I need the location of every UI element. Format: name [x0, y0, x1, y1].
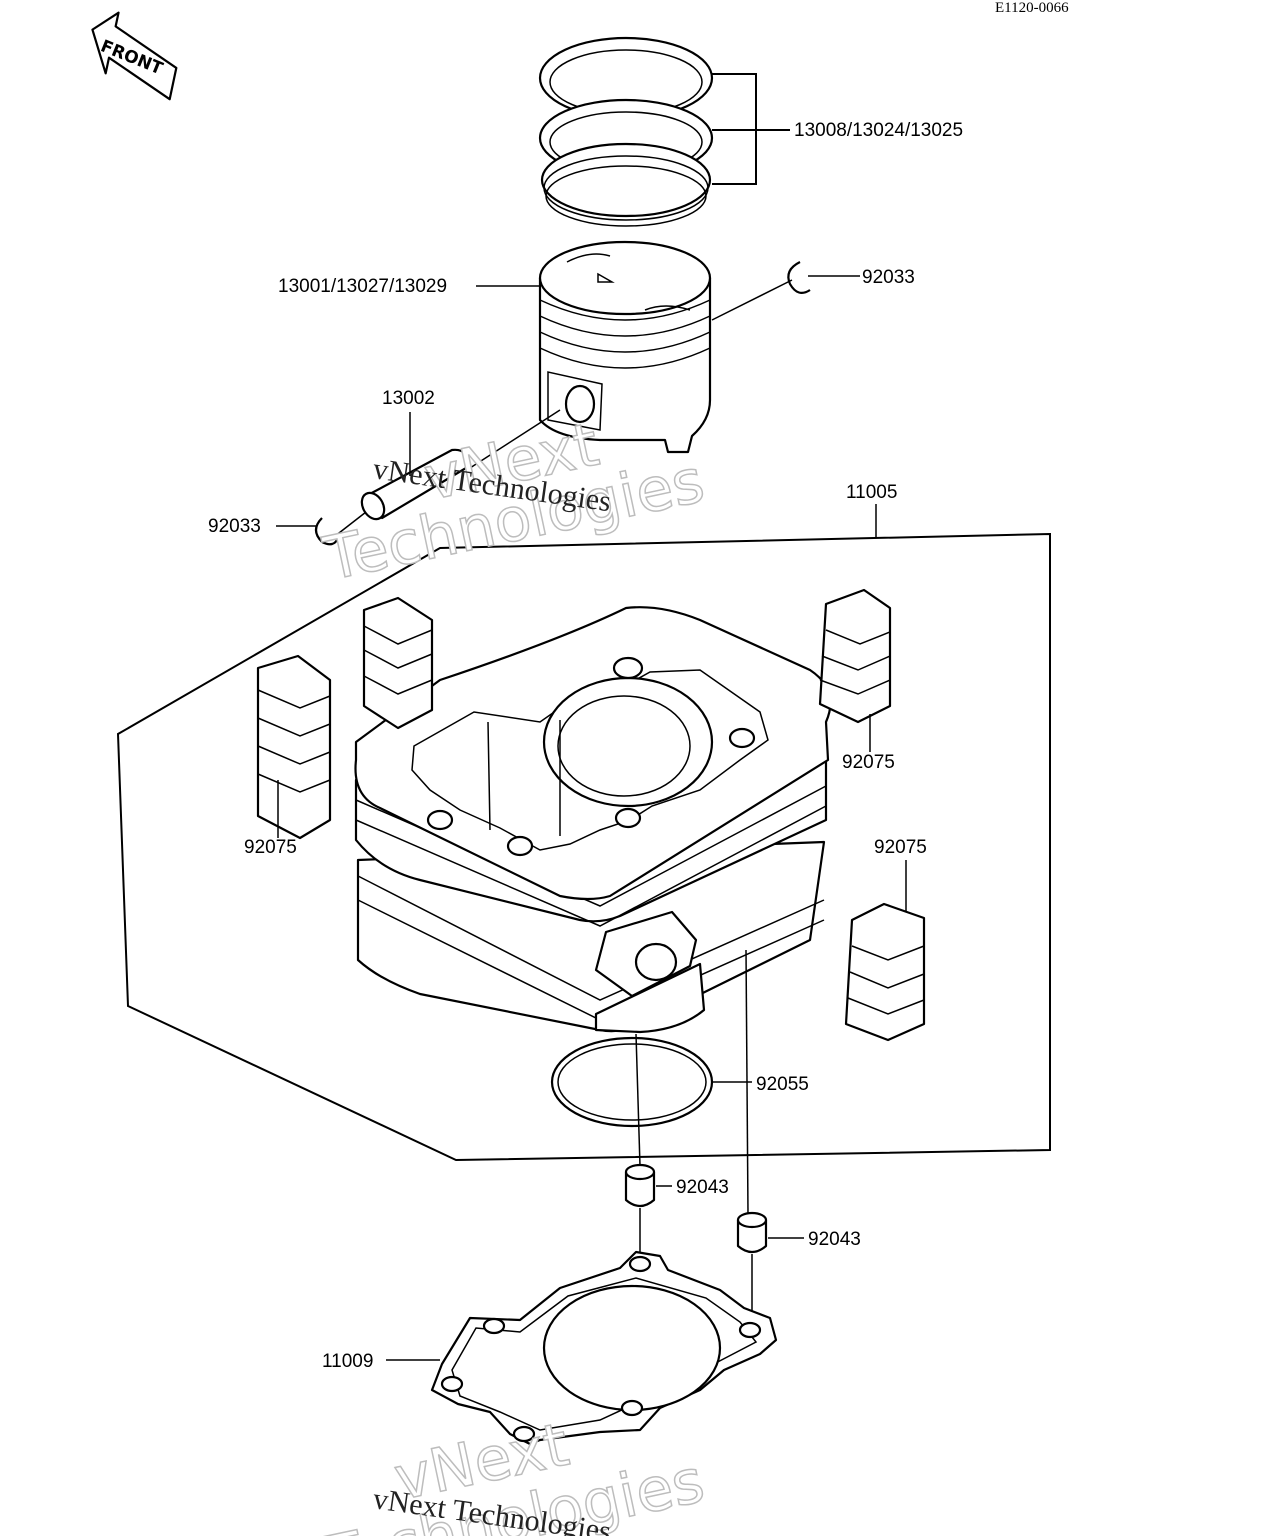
- rubber-damper-upper-right: [818, 588, 892, 724]
- label-rings: 13008/13024/13025: [794, 120, 963, 141]
- label-dowel-left: 92043: [676, 1177, 729, 1198]
- rubber-damper-left: [256, 654, 332, 840]
- reference-code: E1120-0066: [995, 0, 1069, 16]
- cylinder-block: [354, 606, 832, 1034]
- piston-rings: [538, 36, 714, 227]
- piston: [538, 240, 712, 454]
- cylinder-assembly-boundary: [116, 532, 1051, 1162]
- o-ring: [550, 1036, 714, 1128]
- label-clip-left: 92033: [208, 516, 261, 537]
- front-arrow-icon: FRONT: [91, 11, 178, 101]
- label-piston: 13001/13027/13029: [278, 276, 447, 297]
- label-rubber-right: 92075: [874, 837, 927, 858]
- rings-leader: [712, 73, 790, 185]
- label-rubber-left: 92075: [244, 837, 297, 858]
- base-gasket: [430, 1250, 778, 1446]
- label-rubber-right-top: 92075: [842, 752, 895, 773]
- label-dowel-right: 92043: [808, 1229, 861, 1250]
- label-clip-right: 92033: [862, 267, 915, 288]
- dowel-pin-left: [624, 1163, 656, 1208]
- label-cylinder: 11005: [846, 482, 897, 503]
- rubber-damper-upper-left: [362, 596, 434, 730]
- watermark-bottom: vNext Technologies vNext Technologies: [317, 1409, 711, 1536]
- piston-pin: [360, 448, 468, 521]
- dowel-pin-right: [736, 1211, 768, 1254]
- label-pin: 13002: [382, 388, 435, 409]
- label-oring: 92055: [756, 1074, 809, 1095]
- label-gasket: 11009: [322, 1351, 373, 1372]
- rubber-damper-right: [844, 902, 926, 1042]
- clip-right: [787, 261, 811, 295]
